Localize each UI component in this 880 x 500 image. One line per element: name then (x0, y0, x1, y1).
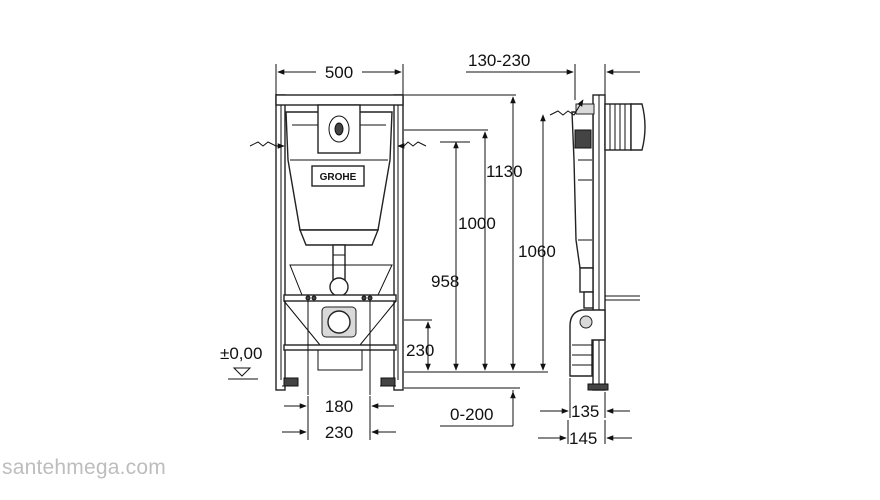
flush-pipe-outlet (329, 277, 349, 297)
right-foot (380, 377, 396, 387)
flush-button (328, 115, 350, 143)
floor-level-marker (232, 367, 252, 377)
side-water-inlet (549, 99, 584, 116)
water-inlet-left (249, 141, 285, 149)
side-actuator (604, 103, 632, 151)
dim-0-200: 0-200 (450, 405, 493, 424)
flush-pipe (332, 244, 346, 281)
floor-level-label: ±0,00 (220, 344, 262, 363)
dim-180: 180 (325, 397, 353, 416)
dim-1060: 1060 (518, 242, 556, 261)
dim-230-bottom: 230 (325, 423, 353, 442)
front-view: GROHE (249, 94, 427, 395)
brand-plate (311, 165, 365, 187)
support-bar (283, 294, 397, 302)
dim-130-230: 130-230 (468, 51, 530, 70)
watermark: santehmega.com (2, 456, 166, 479)
dim-1000: 1000 (458, 214, 496, 233)
water-inlet-right (397, 141, 427, 149)
dim-145: 145 (569, 429, 597, 448)
dim-1130: 1130 (486, 162, 523, 181)
frame-top-bar (275, 94, 404, 106)
dim-500: 500 (325, 63, 353, 82)
dim-958: 958 (431, 272, 459, 291)
dim-135: 135 (571, 402, 599, 421)
side-dimensions: 130-230 135 145 (466, 51, 640, 448)
dim-230-side: 230 (406, 341, 434, 360)
front-dimensions: 500 180 230 ±0,00 958 1000 1130 (220, 63, 556, 442)
brand-label: GROHE (320, 172, 357, 183)
side-view (549, 94, 646, 391)
side-drain-bend (569, 309, 606, 377)
left-foot (283, 377, 299, 387)
bottom-crossbar (283, 344, 397, 351)
